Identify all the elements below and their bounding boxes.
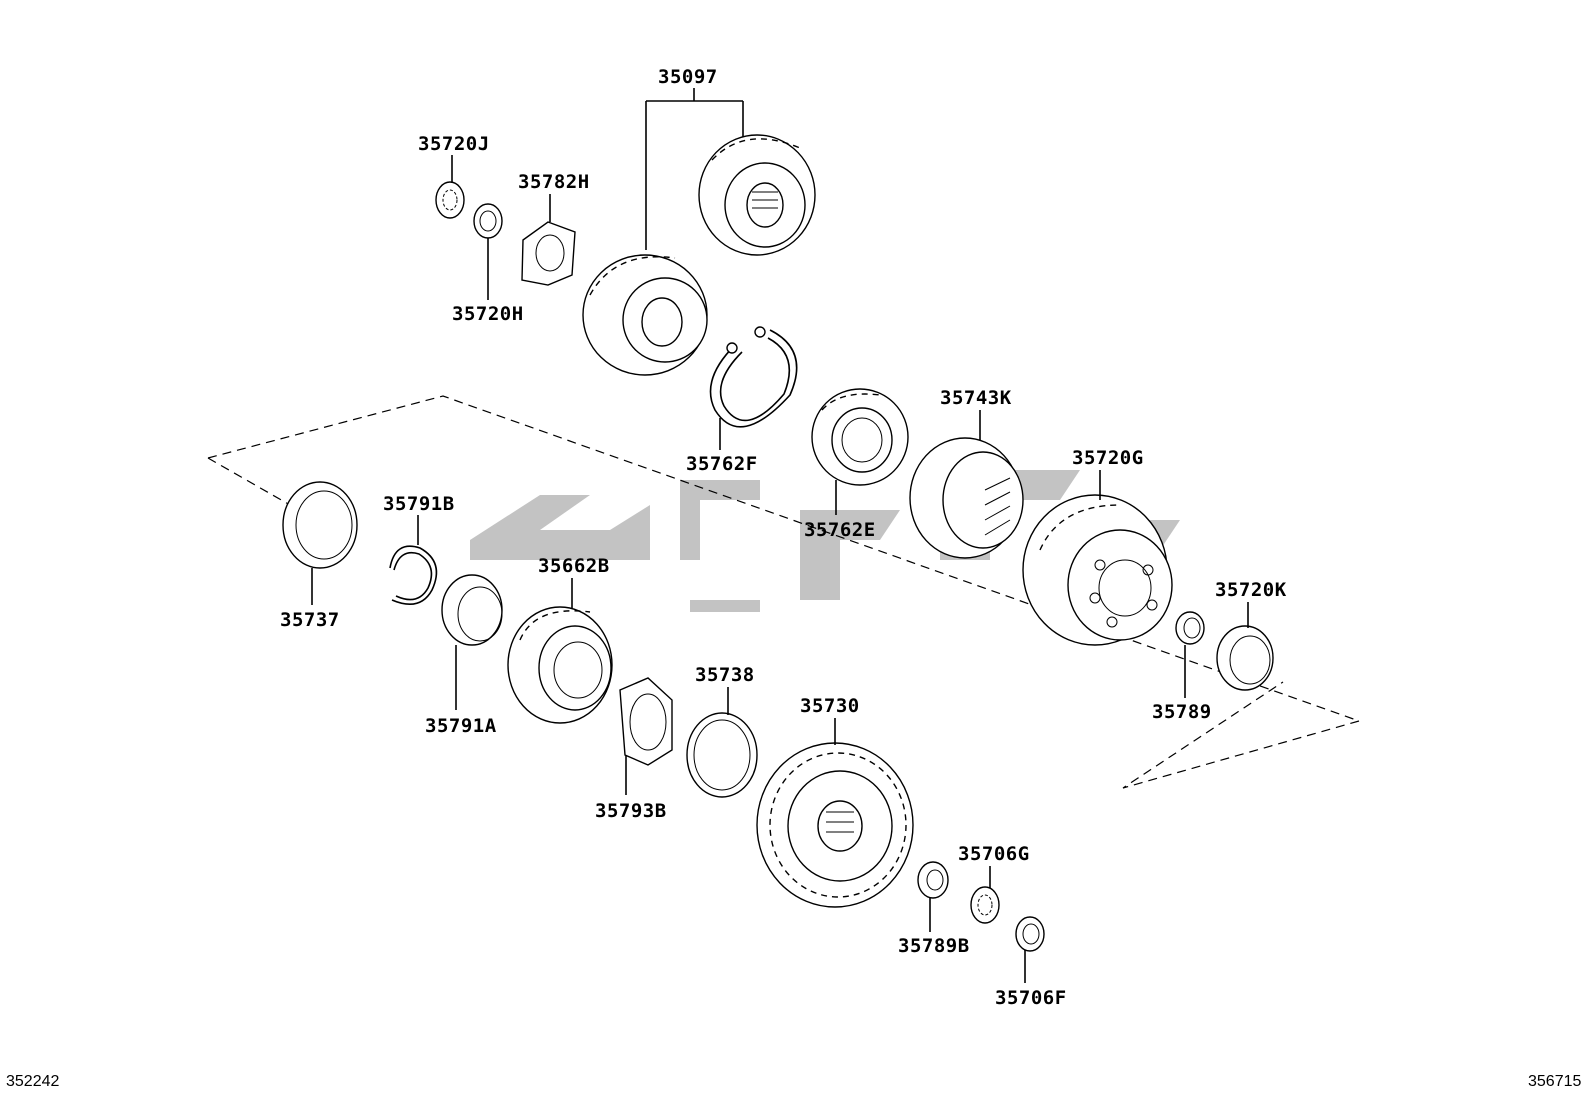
clutch-drum-35730-icon[interactable]	[756, 742, 914, 908]
ring-35789B-icon[interactable]	[917, 861, 949, 899]
label-35789[interactable]: 35789	[1152, 701, 1212, 723]
label-35730[interactable]: 35730	[800, 695, 860, 717]
washer-35706F-icon[interactable]	[1015, 916, 1045, 952]
gear-35762E-icon[interactable]	[811, 388, 909, 486]
snap-ring-35762F-icon[interactable]	[709, 326, 798, 428]
leader-35097	[645, 88, 744, 250]
label-35791A[interactable]: 35791A	[425, 715, 497, 737]
label-35720G[interactable]: 35720G	[1072, 447, 1144, 469]
gear-35097-upper-icon[interactable]	[698, 134, 816, 256]
label-35793B[interactable]: 35793B	[595, 800, 667, 822]
label-35782H[interactable]: 35782H	[518, 171, 590, 193]
label-35737[interactable]: 35737	[280, 609, 340, 631]
label-35720K[interactable]: 35720K	[1215, 579, 1287, 601]
label-35706F[interactable]: 35706F	[995, 987, 1067, 1009]
label-35743K[interactable]: 35743K	[940, 387, 1012, 409]
subassembly-outline-left	[207, 457, 291, 506]
bearing-35791A-icon[interactable]	[441, 574, 503, 646]
label-35706G[interactable]: 35706G	[958, 843, 1030, 865]
label-35662B[interactable]: 35662B	[538, 555, 610, 577]
label-35789B[interactable]: 35789B	[898, 935, 970, 957]
clip-35791B-icon[interactable]	[389, 545, 438, 606]
race-35737-icon[interactable]	[282, 481, 358, 569]
washer-35720H-icon[interactable]	[473, 203, 503, 239]
bearing-35706G-icon[interactable]	[970, 886, 1000, 924]
label-35097[interactable]: 35097	[658, 66, 718, 88]
bearing-35720K-icon[interactable]	[1216, 625, 1274, 691]
label-35720H[interactable]: 35720H	[452, 303, 524, 325]
gear-35662B-icon[interactable]	[507, 606, 613, 724]
plate-35782H-icon[interactable]	[521, 221, 576, 286]
plate-35793B-icon[interactable]	[619, 677, 673, 766]
subassembly-outline	[207, 395, 1361, 789]
label-35738[interactable]: 35738	[695, 664, 755, 686]
washer-35738-icon[interactable]	[686, 712, 758, 798]
bearing-35720J-icon[interactable]	[435, 181, 465, 219]
label-35791B[interactable]: 35791B	[383, 493, 455, 515]
hub-35720G-icon[interactable]	[1022, 494, 1173, 646]
label-35762F[interactable]: 35762F	[686, 453, 758, 475]
diagram-id-right: 356715	[1528, 1073, 1582, 1090]
label-35720J[interactable]: 35720J	[418, 133, 490, 155]
diagram-id-left: 352242	[6, 1073, 60, 1090]
gear-35097-lower-icon[interactable]	[582, 254, 708, 376]
ring-35789-icon[interactable]	[1175, 611, 1205, 645]
label-35762E[interactable]: 35762E	[804, 519, 876, 541]
drum-35743K-icon[interactable]	[909, 437, 1024, 559]
